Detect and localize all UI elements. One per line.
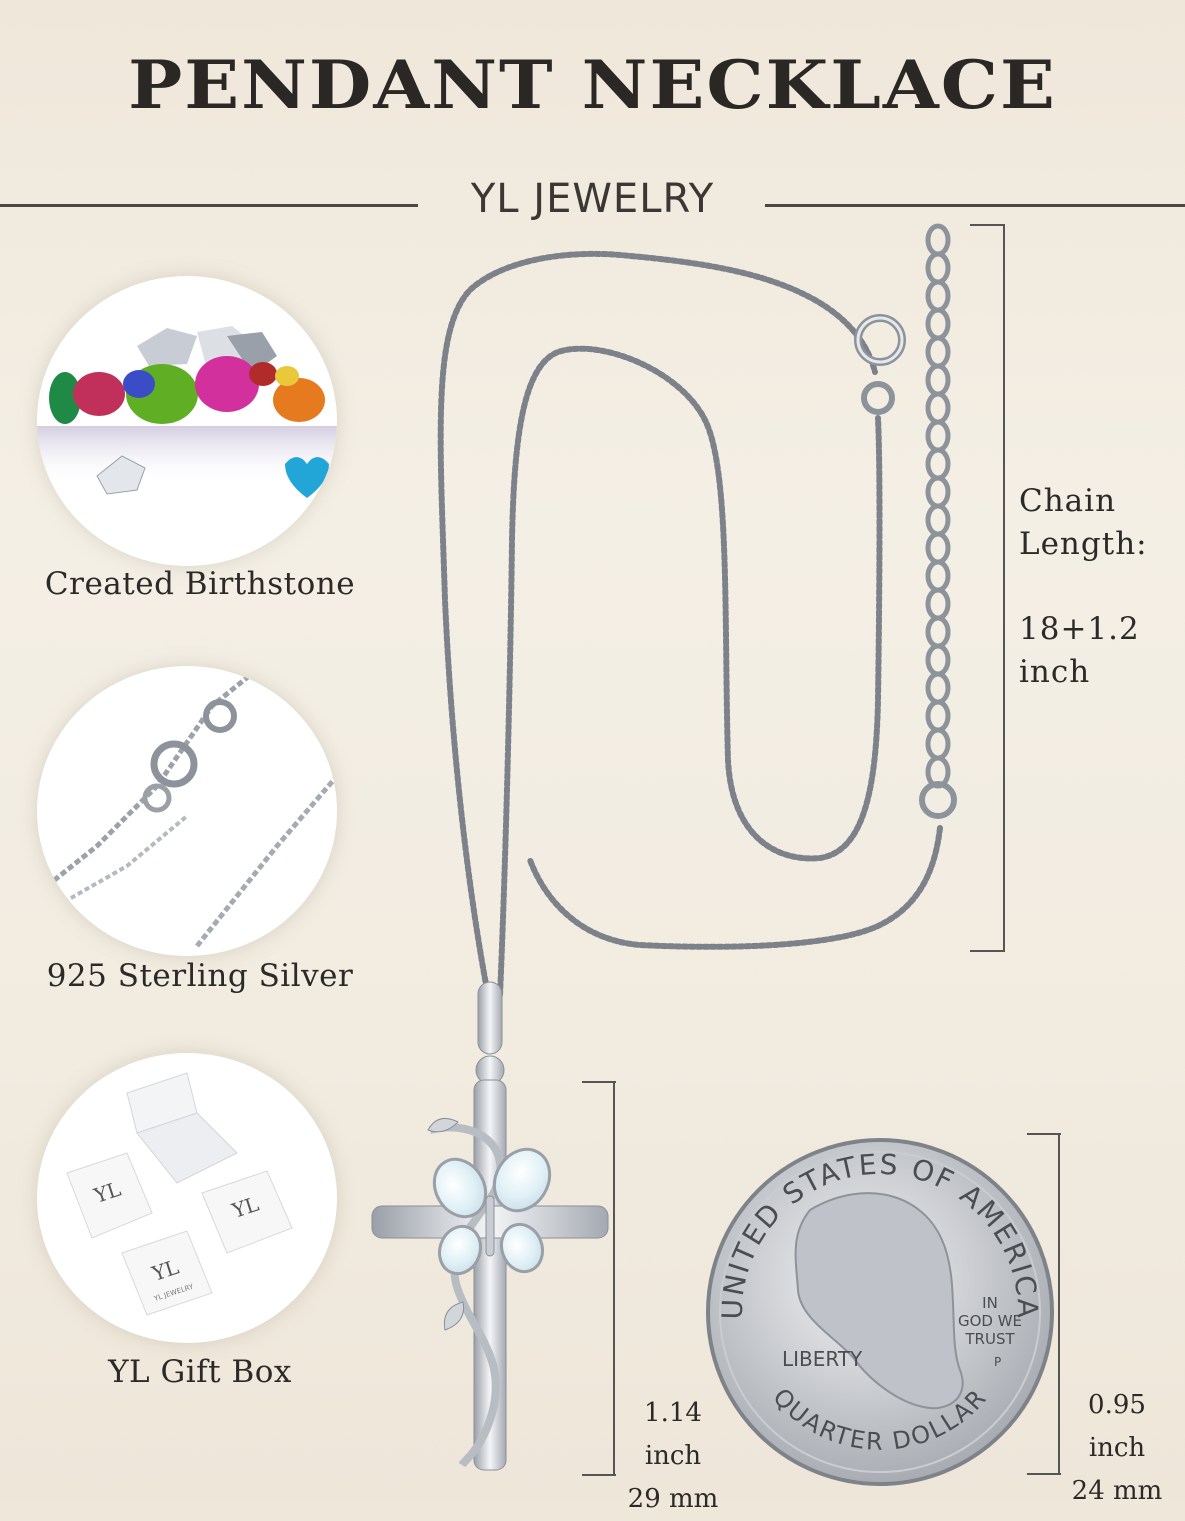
coin-size-inch: 0.95 inch [1088, 1390, 1146, 1463]
gift-box-photo-icon: YL YL YL YL JEWELRY [66, 1072, 293, 1316]
coin-size-label: 0.95 inch 24 mm [1056, 1384, 1178, 1513]
coin-motto-3: TRUST [964, 1330, 1015, 1348]
silver-chain-clasp-photo-icon [45, 674, 337, 948]
feature-label-birthstone: Created Birthstone [44, 566, 356, 602]
coin-dimension-cap-bottom [1027, 1473, 1061, 1475]
chain-dimension-cap-top [970, 224, 1004, 226]
chain-label-line1: Chain [1019, 483, 1117, 519]
silver-circle [37, 666, 337, 956]
feature-label-gift-box: YL Gift Box [108, 1354, 292, 1390]
quarter-dollar-coin [706, 1138, 1054, 1486]
feature-label-silver: 925 Sterling Silver [46, 958, 354, 994]
chain-dimension-cap-bottom [970, 950, 1004, 952]
title-rule-right [765, 204, 1185, 207]
birthstone-circle [37, 276, 337, 566]
coin-dimension-cap-top [1027, 1133, 1061, 1135]
pendant-dimension-cap-bottom [582, 1474, 616, 1476]
spring-ring-clasp-icon [854, 314, 906, 415]
pendant-size-inch: 1.14 inch [644, 1398, 702, 1471]
chain-label-line2: Length: [1019, 526, 1148, 562]
pendant-size-dimension-line [613, 1081, 615, 1476]
coin-mint-mark: P [994, 1355, 1001, 1369]
box-chain [437, 250, 943, 998]
gemstones-photo-icon [37, 326, 337, 498]
chain-length-value: 18+1.2 inch [1019, 608, 1140, 694]
chain-length-label: Chain Length: [1019, 480, 1148, 566]
gift-box-circle: YL YL YL YL JEWELRY [37, 1053, 337, 1343]
butterfly-opal-icon [432, 1147, 552, 1276]
page-title: PENDANT NECKLACE [128, 45, 1057, 124]
chain-value-line1: 18+1.2 [1019, 611, 1140, 647]
chain-value-line2: inch [1019, 654, 1091, 690]
coin-motto-2: GOD WE [958, 1312, 1022, 1330]
pendant-dimension-cap-top [582, 1081, 616, 1083]
cross-pendant [371, 981, 609, 1471]
chain-length-dimension-line [1003, 224, 1005, 952]
coin-size-mm: 24 mm [1071, 1476, 1163, 1506]
coin-size-dimension-line [1058, 1133, 1060, 1475]
extension-chain [919, 223, 957, 819]
pendant-size-label: 1.14 inch 29 mm [612, 1392, 734, 1521]
brand-name: YL JEWELRY [470, 176, 715, 222]
coin-motto-1: IN [982, 1294, 998, 1312]
coin-liberty: LIBERTY [782, 1347, 863, 1371]
title-rule-left [0, 204, 418, 207]
